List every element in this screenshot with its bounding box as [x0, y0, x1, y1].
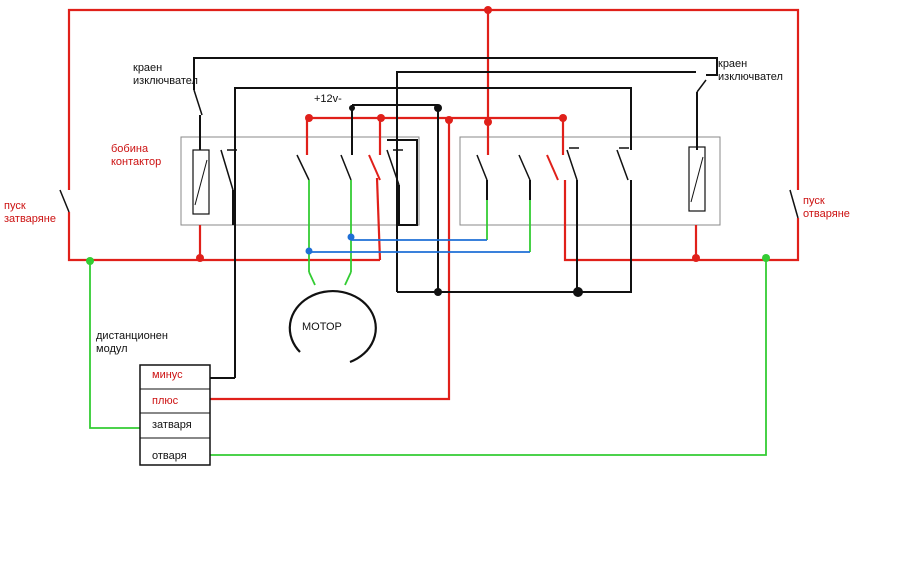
red-dots [196, 6, 700, 262]
blue-wires [309, 239, 530, 253]
green-wires [89, 180, 767, 456]
remote-module-box [139, 364, 211, 466]
motor [288, 289, 377, 364]
left-limit-switch-label: краен изключвател [133, 62, 198, 87]
supply-label: +12v- [314, 93, 342, 105]
red-contacts [368, 154, 559, 181]
motor-label: МОТОР [302, 321, 342, 333]
right-limit-switch-label: краен изключвател [718, 58, 783, 83]
left-contactor-box [180, 136, 420, 226]
remote-module-label: дистанционен модул [96, 330, 168, 355]
module-row-plus: плюс [152, 395, 179, 407]
contacts [59, 79, 799, 219]
black-dots [349, 104, 583, 297]
right-contactor-box [459, 136, 721, 226]
module-row-close: затваря [152, 419, 192, 431]
green-dots [86, 254, 770, 265]
blue-dots [305, 233, 355, 255]
module-row-minus: минус [152, 369, 183, 381]
start-open-label: пуск отваряне [803, 195, 850, 220]
black-wires [193, 57, 718, 379]
module-row-open: отваря [152, 450, 187, 462]
coil-contactor-label: бобина контактор [111, 143, 162, 168]
start-close-label: пуск затваряне [4, 200, 56, 225]
